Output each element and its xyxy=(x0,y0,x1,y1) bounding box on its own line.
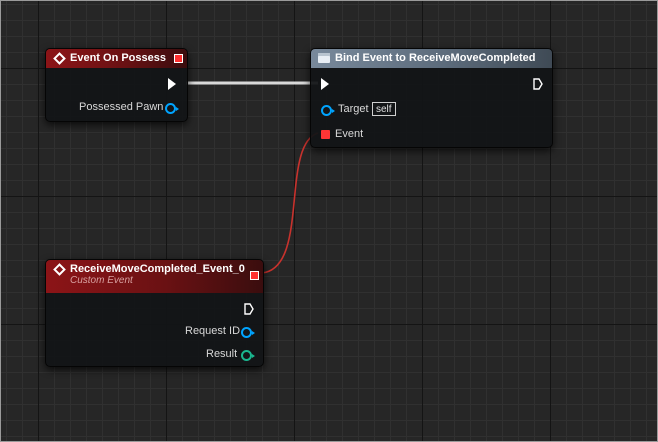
custom-event-node[interactable]: ReceiveMoveCompleted_Event_0 Custom Even… xyxy=(45,259,264,367)
function-icon xyxy=(318,53,330,63)
delegate-output-pin[interactable] xyxy=(250,271,259,280)
result-pin[interactable] xyxy=(241,350,255,361)
event-on-possess-header[interactable]: Event On Possess xyxy=(46,49,187,68)
event-label: Event xyxy=(335,128,364,140)
event-on-possess-node[interactable]: Event On Possess Possessed Pawn xyxy=(45,48,188,122)
target-pin[interactable] xyxy=(321,105,335,116)
delegate-wire[interactable] xyxy=(261,132,319,274)
request-id-pin[interactable] xyxy=(241,327,255,338)
exec-output-pin-hollow[interactable] xyxy=(533,78,543,90)
event-on-possess-title: Event On Possess xyxy=(70,52,166,64)
event-diamond-icon xyxy=(53,52,66,65)
exec-output-pin[interactable] xyxy=(168,78,176,90)
target-label: Target xyxy=(338,103,369,115)
possessed-pawn-label: Possessed Pawn xyxy=(79,101,164,113)
delegate-output-pin[interactable] xyxy=(174,54,183,63)
custom-event-subtitle: Custom Event xyxy=(70,275,133,286)
bind-event-header[interactable]: Bind Event to ReceiveMoveCompleted xyxy=(311,49,552,68)
exec-output-pin-hollow[interactable] xyxy=(244,303,254,315)
custom-event-title: ReceiveMoveCompleted_Event_0 xyxy=(70,263,245,275)
bind-event-node[interactable]: Bind Event to ReceiveMoveCompleted Targe… xyxy=(310,48,553,148)
custom-event-header[interactable]: ReceiveMoveCompleted_Event_0 Custom Even… xyxy=(46,260,263,293)
target-self-default[interactable]: self xyxy=(372,102,396,116)
possessed-pawn-pin[interactable] xyxy=(165,103,179,114)
event-diamond-icon xyxy=(53,263,66,276)
request-id-label: Request ID xyxy=(185,325,241,337)
result-label: Result xyxy=(206,348,238,360)
event-delegate-input-pin[interactable] xyxy=(321,130,330,139)
bind-event-title: Bind Event to ReceiveMoveCompleted xyxy=(335,52,536,64)
exec-input-pin[interactable] xyxy=(321,78,329,90)
